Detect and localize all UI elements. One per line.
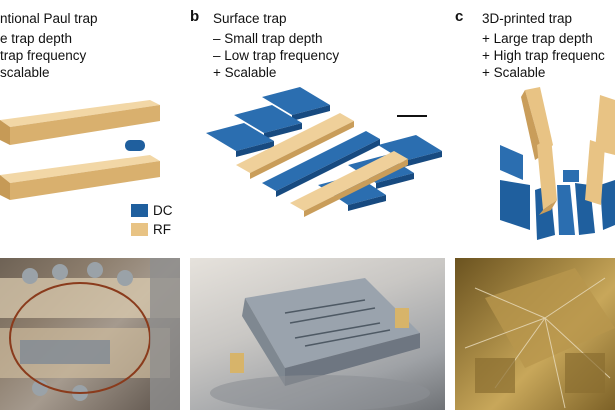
legend-item-rf: RF [131, 221, 173, 238]
photo-surface-trap-detail [210, 278, 430, 410]
surface-trap-illustration [206, 87, 442, 217]
legend-swatch-dc [131, 204, 148, 217]
paul-upper-rod-face [10, 105, 160, 145]
legend: DC RF [131, 202, 173, 238]
paul-upper-rod-top [0, 100, 160, 127]
legend-item-dc: DC [131, 202, 173, 219]
panel-b-letter: b [190, 8, 200, 25]
paul-trap-illustration [0, 100, 160, 200]
panel-c-title: 3D-printed trap [482, 11, 573, 26]
photo-paul-trap-detail [0, 258, 180, 410]
paul-lower-rod-top [0, 155, 160, 183]
surface-rf-rails [236, 113, 408, 217]
photo-surface-trap [190, 258, 445, 410]
legend-swatch-rf [131, 223, 148, 236]
panel-c-bullet-1: + Large trap depth [482, 31, 593, 46]
photo-printed-trap [455, 258, 615, 410]
surface-center-dc-rail [262, 131, 380, 197]
legend-label-dc: DC [153, 203, 173, 218]
printed-center-pad [563, 170, 579, 182]
scale-bar [397, 115, 427, 117]
panel-c-letter: c [455, 8, 464, 25]
panel-b-bullet-2: – Low trap frequency [213, 48, 340, 63]
panel-b-bullet-3: + Scalable [213, 65, 277, 80]
printed-trap-illustration [500, 87, 615, 240]
paul-dc-electrode [125, 140, 145, 151]
panel-b-title: Surface trap [213, 11, 287, 26]
photo-printed-trap-detail [464, 268, 615, 409]
panel-c-bullet-2: + High trap frequenc [482, 48, 605, 63]
panel-a-bullet-3: scalable [0, 65, 50, 80]
panel-a-bullet-1: e trap depth [0, 31, 73, 46]
panel-b-bullet-1: – Small trap depth [213, 31, 323, 46]
printed-rf-pillars [521, 87, 615, 215]
photo-paul-trap [0, 258, 180, 410]
panel-c-bullet-3: + Scalable [482, 65, 546, 80]
paul-lower-rod-face [10, 161, 160, 200]
panel-a-title: ntional Paul trap [0, 11, 98, 26]
legend-label-rf: RF [153, 222, 171, 237]
panel-a-bullet-2: trap frequency [0, 48, 87, 63]
